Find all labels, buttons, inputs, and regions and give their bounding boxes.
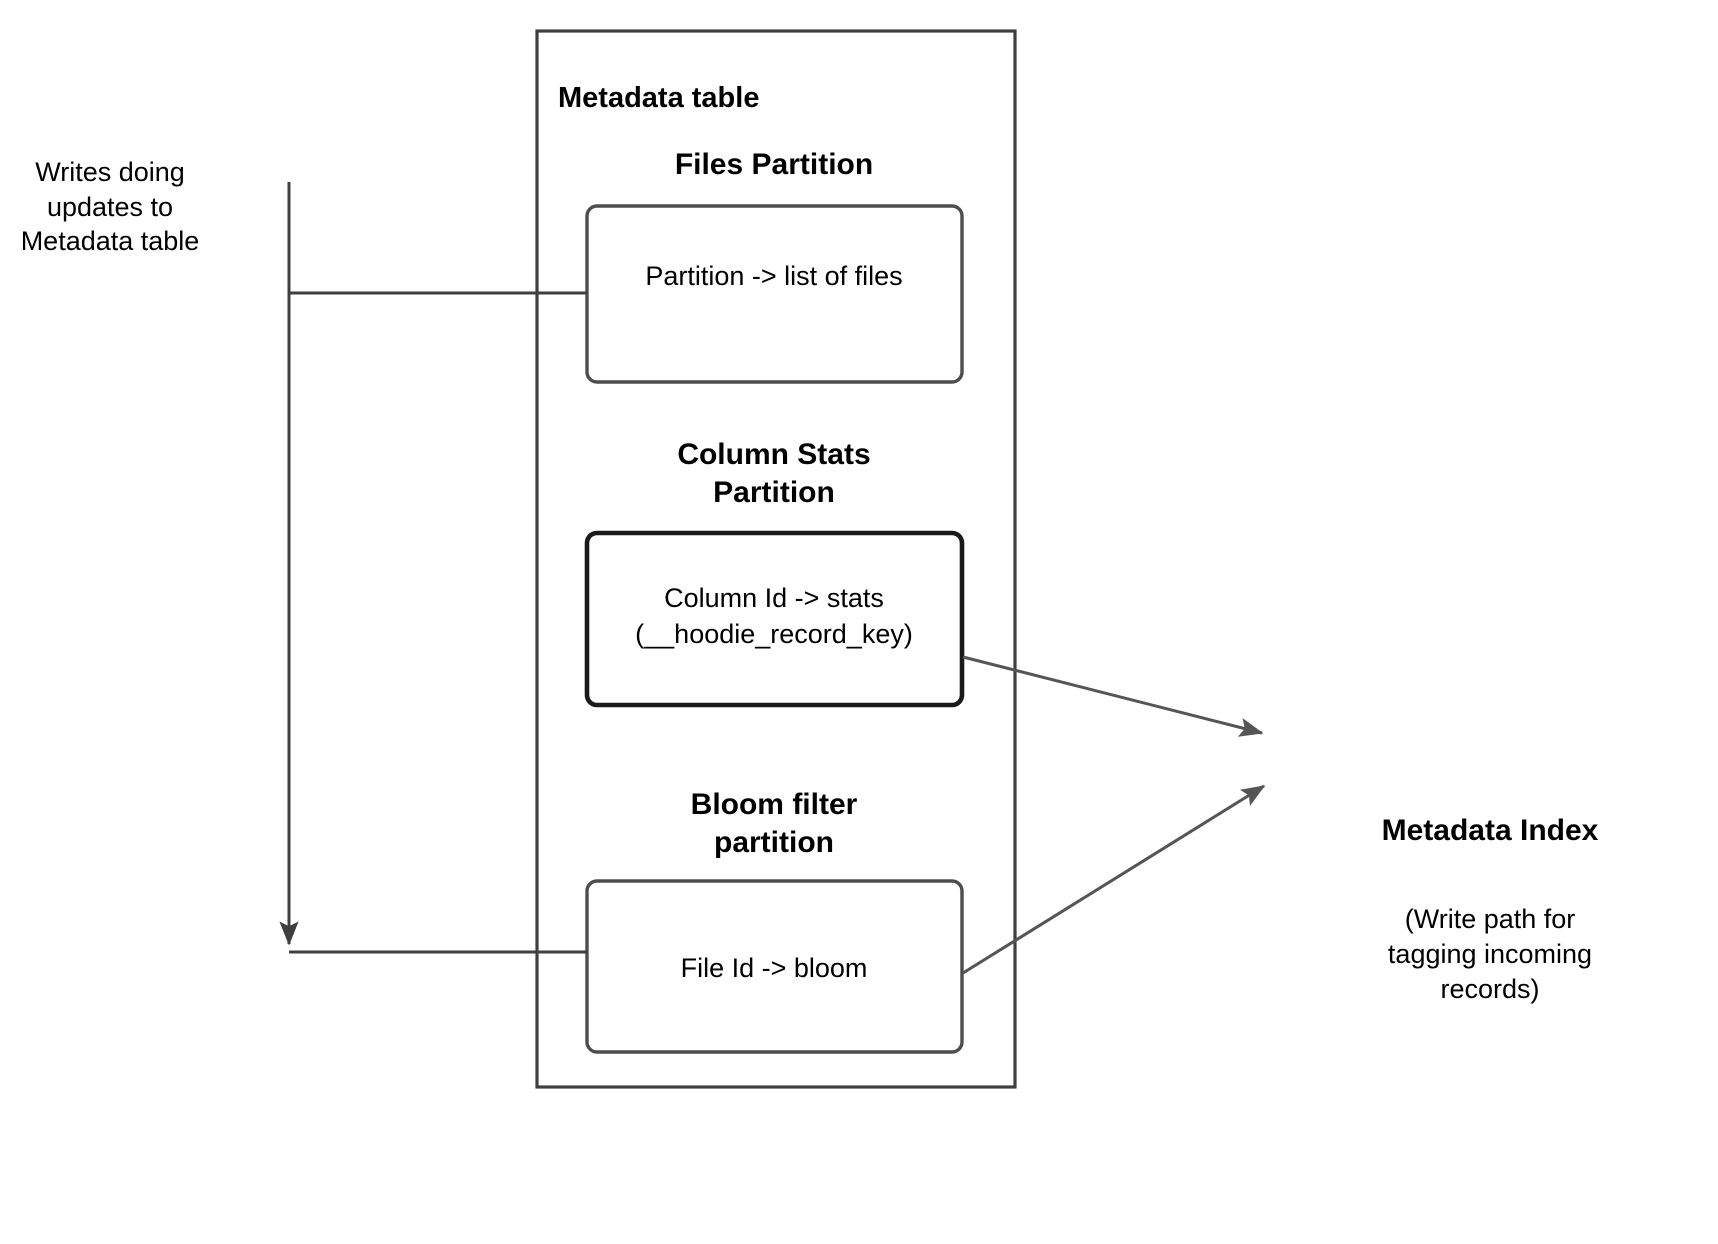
metadata-table-heading: Metadata table (558, 82, 760, 114)
bloom-filter-partition-heading: Bloom filter partition (690, 788, 858, 860)
files-partition-box-text: Partition -> list of files (645, 261, 903, 291)
metadata-table-container (535, 29, 1017, 1089)
metadata-index-title: Metadata Index (1381, 814, 1599, 847)
arrow-colstats-to-metadata-index (962, 655, 1264, 737)
column-stats-partition-heading: Column Stats Partition (677, 438, 871, 510)
writes-label: Writes doing updates to Metadata table (20, 157, 200, 257)
files-partition-heading: Files Partition (674, 148, 874, 181)
column-stats-partition-box-text: Column Id -> stats (__hoodie_record_key) (635, 583, 913, 650)
bloom-filter-partition-box-text: File Id -> bloom (680, 953, 868, 983)
metadata-index-caption: (Write path for tagging incoming records… (1387, 904, 1593, 1005)
arrow-bloom-to-metadata-index (962, 784, 1266, 975)
